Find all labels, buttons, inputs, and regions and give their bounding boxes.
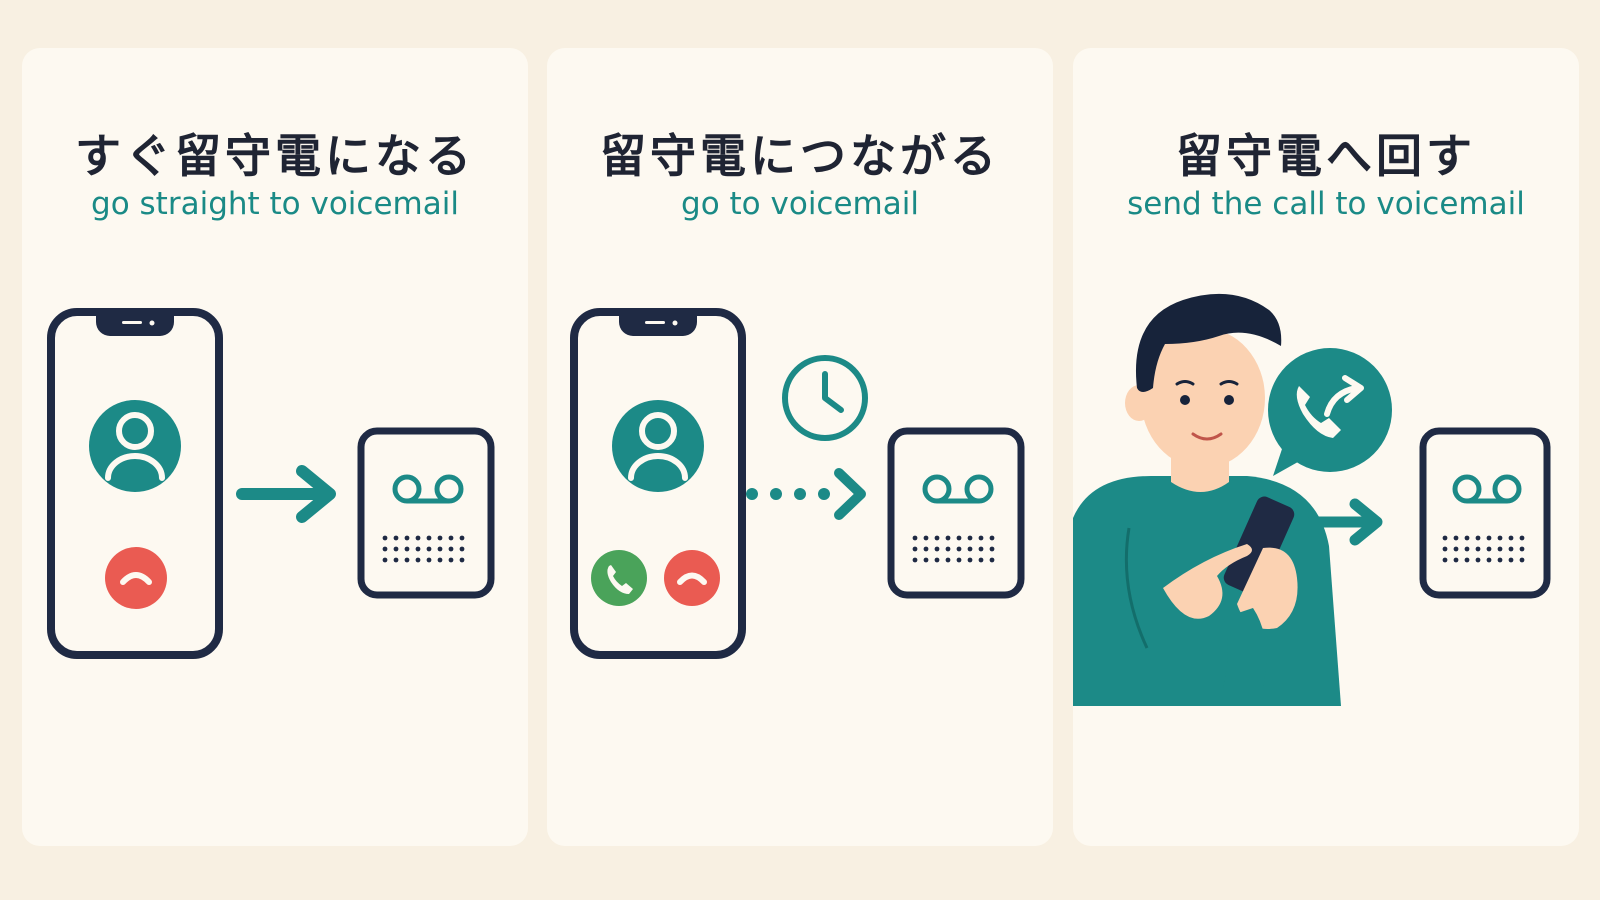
panel-send-call-to-voicemail: 留守電へ回す send the call to voicemail <box>1073 48 1579 846</box>
arrow-icon <box>236 465 336 523</box>
voicemail-device-icon <box>357 427 495 599</box>
panel-straight-to-voicemail: すぐ留守電になる go straight to voicemail <box>22 48 528 846</box>
voicemail-device-icon <box>887 427 1025 599</box>
panel-1-title-en: go straight to voicemail <box>91 186 459 222</box>
panel-1-title-jp: すぐ留守電になる <box>75 129 475 183</box>
panel-go-to-voicemail: 留守電につながる go to voicemail <box>547 48 1053 846</box>
panel-2-illustration <box>570 308 1025 659</box>
panel-3-title-jp: 留守電へ回す <box>1176 129 1476 183</box>
contact-avatar-icon <box>612 400 704 492</box>
decline-call-icon <box>664 550 720 606</box>
accept-call-icon <box>591 550 647 606</box>
person-illustration <box>1073 293 1341 706</box>
panel-1-illustration <box>47 308 495 659</box>
voicemail-device-icon <box>1419 427 1551 599</box>
clock-icon <box>782 355 868 441</box>
panel-3-title-en: send the call to voicemail <box>1127 186 1525 222</box>
dotted-arrow-icon <box>746 468 866 520</box>
decline-call-icon <box>105 547 167 609</box>
panel-2-title-jp: 留守電につながる <box>600 129 1000 183</box>
call-forward-bubble-icon <box>1268 348 1392 476</box>
arrow-icon <box>1305 498 1383 546</box>
panel-3-illustration <box>1073 293 1551 706</box>
contact-avatar-icon <box>89 400 181 492</box>
panel-2-title-en: go to voicemail <box>681 186 919 222</box>
